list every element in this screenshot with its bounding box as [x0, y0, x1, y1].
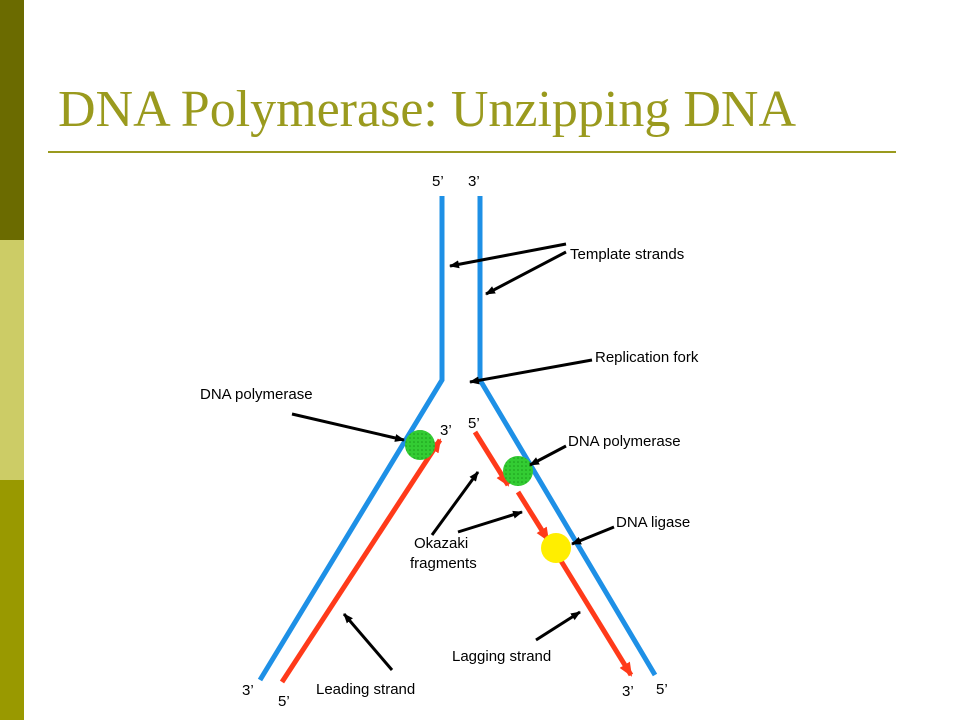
dna-ligase-blob [541, 533, 571, 563]
arrow-template-left [449, 242, 567, 269]
label-okazaki-line2: fragments [410, 555, 477, 572]
okazaki-fragment-3 [555, 554, 634, 677]
label-replication-fork: Replication fork [595, 349, 699, 366]
arrow-leading [342, 613, 394, 671]
arrow-okazaki-2 [457, 510, 523, 534]
title-underline [48, 151, 896, 153]
label-top-left-end: 5’ [432, 173, 444, 190]
arrow-polymerase-left [291, 412, 405, 442]
arrow-polymerase-right [529, 444, 567, 467]
label-lagging-strand: Lagging strand [452, 648, 551, 665]
label-bottom-left-template-end: 3’ [242, 682, 254, 699]
arrow-replication-fork [469, 358, 593, 385]
sidebar-accent-bottom [0, 480, 24, 720]
label-lagging-top-end: 5’ [468, 415, 480, 432]
arrow-template-right [485, 250, 567, 296]
label-dna-polymerase-left: DNA polymerase [200, 386, 313, 403]
label-okazaki-line1: Okazaki [414, 535, 468, 552]
label-dna-ligase: DNA ligase [616, 514, 690, 531]
template-strand-left [257, 196, 445, 682]
label-leading-strand: Leading strand [316, 681, 415, 698]
label-dna-polymerase-right: DNA polymerase [568, 433, 681, 450]
label-top-right-end: 3’ [468, 173, 480, 190]
label-bottom-right-template-end: 5’ [656, 681, 668, 698]
sidebar-accent-middle [0, 240, 24, 480]
okazaki-fragment-2 [515, 490, 551, 542]
sidebar-accent-top [0, 0, 24, 240]
slide-title: DNA Polymerase: Unzipping DNA [58, 81, 797, 138]
arrow-ligase [571, 525, 615, 546]
label-bottom-left-new-end: 5’ [278, 693, 290, 710]
arrow-lagging [535, 610, 581, 642]
okazaki-fragment-1 [472, 430, 511, 487]
label-template-strands: Template strands [570, 246, 684, 263]
arrow-okazaki-1 [430, 471, 480, 536]
dna-polymerase-right-blob [503, 456, 533, 486]
dna-polymerase-left-blob [405, 430, 435, 460]
label-leading-top-end: 3’ [440, 422, 452, 439]
label-bottom-right-new-end: 3’ [622, 683, 634, 700]
leading-strand-line [279, 438, 443, 684]
